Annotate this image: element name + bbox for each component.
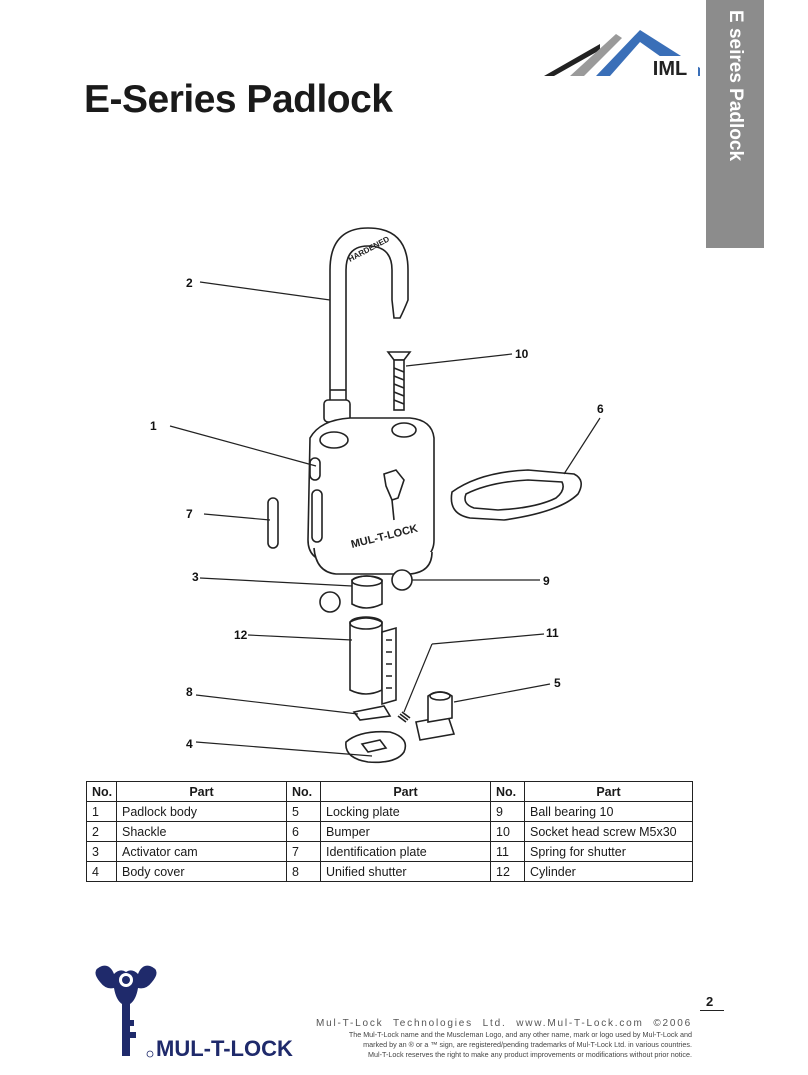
logo-roof-dark [544,44,600,76]
callout-8: 8 [186,685,193,699]
activator-cam [351,575,383,609]
callout-11: 11 [546,626,559,640]
page-title: E-Series Padlock [84,78,393,121]
footer-legal-line: marked by an ® or a ™ sign, are register… [363,1040,692,1049]
table-cell: Shackle [116,821,287,842]
column-header-part: Part [320,781,491,802]
column-header-part: Part [524,781,693,802]
side-tab: E seires Padlock [706,0,764,248]
callout-5: 5 [554,676,561,690]
leader-lines [169,281,601,757]
table-cell: 2 [86,821,117,842]
page-number-rule [700,1010,724,1011]
table-cell: Body cover [116,861,287,882]
muscleman-icon [95,965,157,1056]
table-row: 4 Body cover 8 Unified shutter 12 Cylind… [86,861,693,882]
callout-6: 6 [597,402,604,416]
cylinder [349,616,397,706]
table-cell: Unified shutter [320,861,491,882]
table-row: 3 Activator cam 7 Identification plate 1… [86,841,693,862]
footer-company-line: Mul-T-Lock Technologies Ltd. www.Mul-T-L… [316,1018,692,1029]
table-cell: 4 [86,861,117,882]
table-header-row: No. Part No. Part No. Part [86,781,693,802]
logo-text: IML [653,58,687,80]
shutter-spring [397,711,411,723]
column-header-no: No. [490,781,525,802]
bumper [450,469,582,521]
column-header-part: Part [116,781,287,802]
footer-logo-text: MUL-T-LOCK [156,1036,293,1060]
side-tab-label: E seires Padlock [725,10,746,162]
callout-9: 9 [543,574,550,588]
identification-plate [267,497,279,549]
socket-screw [386,351,412,411]
logo-text-bg [640,56,698,78]
table-cell: Activator cam [116,841,287,862]
callout-1: 1 [150,419,157,433]
callout-3: 3 [192,570,199,584]
table-cell: Locking plate [320,801,491,822]
table-cell: Cylinder [524,861,693,882]
unified-shutter [352,705,392,721]
table-cell: Socket head screw M5x30 [524,821,693,842]
table-cell: 6 [286,821,321,842]
multlock-logo: MUL-T-LOCK [95,965,293,1060]
logo-roof-gray [570,34,622,76]
page-number: 2 [706,994,714,1009]
callout-10: 10 [515,347,529,361]
column-header-no: No. [86,781,117,802]
table-cell: 10 [490,821,525,842]
column-header-no: No. [286,781,321,802]
table-cell: 7 [286,841,321,862]
callout-4: 4 [186,737,193,751]
table-cell: 5 [286,801,321,822]
footer-legal-line: Mul-T-Lock reserves the right to make an… [368,1050,692,1059]
callout-12: 12 [234,628,248,642]
table-cell: Identification plate [320,841,491,862]
callout-2: 2 [186,276,193,290]
table-cell: 1 [86,801,117,822]
table-cell: Padlock body [116,801,287,822]
footer-legal-line: The Mul-T-Lock name and the Muscleman Lo… [348,1030,692,1039]
padlock-body: MUL-T-LOCK [307,417,435,575]
table-cell: Bumper [320,821,491,842]
callout-7: 7 [186,507,193,521]
table-cell: 12 [490,861,525,882]
parts-table: No. Part No. Part No. Part 1 Padlock bod… [86,781,693,882]
table-cell: Spring for shutter [524,841,693,862]
table-cell: 3 [86,841,117,862]
body-cover [345,730,407,764]
exploded-diagram: HARDENED MUL-T-LOCK [150,227,604,764]
iml-logo: IML [544,30,700,80]
table-row: 1 Padlock body 5 Locking plate 9 Ball be… [86,801,693,822]
table-cell: 9 [490,801,525,822]
table-cell: 11 [490,841,525,862]
table-cell: Ball bearing 10 [524,801,693,822]
table-row: 2 Shackle 6 Bumper 10 Socket head screw … [86,821,693,842]
ball-bearing-right [391,569,413,591]
ball-bearing-left [319,591,341,613]
locking-plate [415,691,456,741]
table-cell: 8 [286,861,321,882]
footer-legal: Mul-T-Lock Technologies Ltd. www.Mul-T-L… [316,1019,692,1060]
